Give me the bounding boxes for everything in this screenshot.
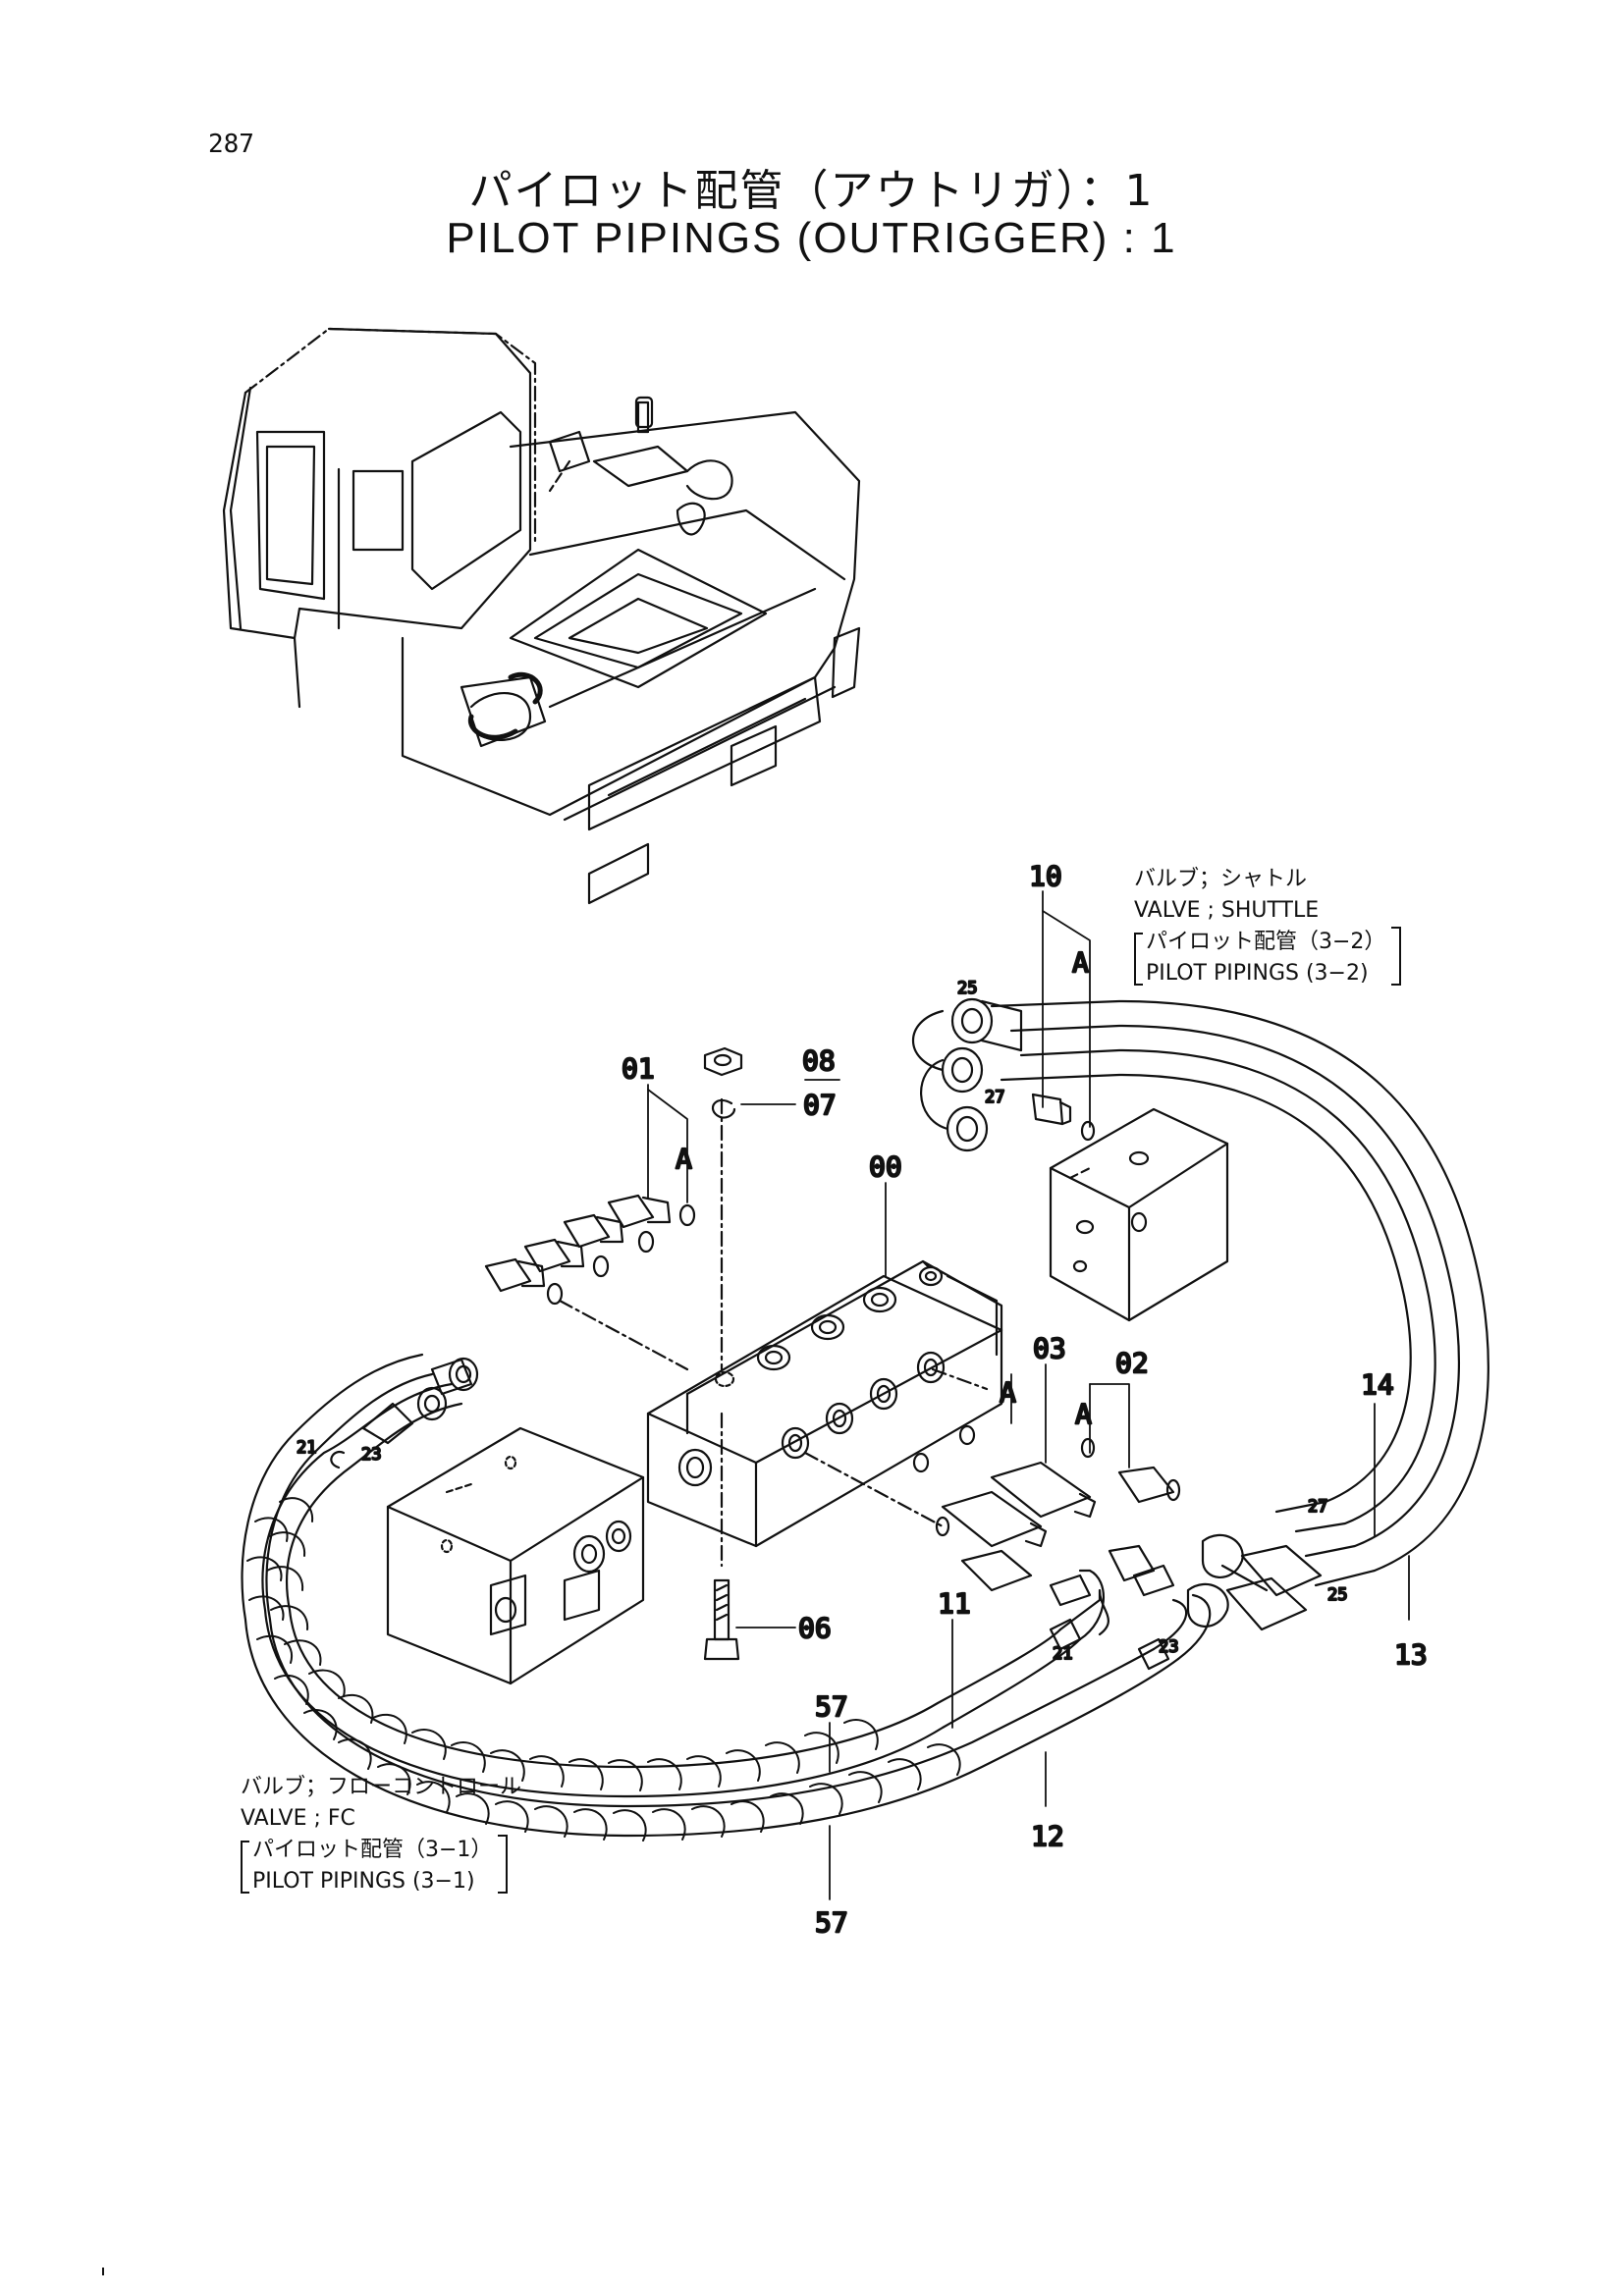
callout-a-01: A xyxy=(676,1143,692,1175)
leader-lines xyxy=(647,890,1410,1900)
note-fc-ref-en: PILOT PIPINGS (3−1) xyxy=(241,1866,492,1897)
note-shuttle-en: VALVE ; SHUTTLE xyxy=(1134,898,1320,923)
note-fc-jp: バルブ；フローコントロール xyxy=(241,1775,522,1799)
callout-57-upper: 57 xyxy=(815,1690,848,1723)
excavator-body-illustration xyxy=(222,327,861,905)
note-shuttle-ref-en: PILOT PIPINGS (3−2) xyxy=(1134,958,1385,989)
callout-21-right: 21 xyxy=(1053,1644,1072,1664)
lower-hoses xyxy=(241,1353,1212,1842)
callout-23-left: 23 xyxy=(361,1445,381,1465)
shuttle-valve-block xyxy=(1049,1107,1229,1322)
callout-25-upper: 25 xyxy=(957,979,977,998)
callout-57-lower: 57 xyxy=(815,1906,848,1939)
bracket-close xyxy=(1391,927,1402,986)
note-fc-valve: バルブ；フローコントロール VALVE ; FC パイロット配管（3−1） PI… xyxy=(241,1772,521,1897)
callout-a-03: A xyxy=(1000,1376,1016,1409)
note-shuttle-jp: バルブ；シャトル xyxy=(1134,867,1308,891)
main-valve-block xyxy=(646,1259,1003,1548)
callout-a-02: A xyxy=(1075,1398,1092,1430)
fc-valve-block xyxy=(386,1426,645,1685)
callout-25-right: 25 xyxy=(1327,1585,1347,1605)
hose-loop xyxy=(990,999,1489,1631)
note-fc-ref-jp: パイロット配管（3−1） xyxy=(241,1835,492,1886)
note-shuttle-ref-jp: パイロット配管（3−2） xyxy=(1134,927,1385,978)
shuttle-fittings xyxy=(911,997,1096,1152)
callout-02: 02 xyxy=(1115,1347,1149,1379)
note-fc-en: VALVE ; FC xyxy=(241,1806,355,1831)
title-japanese: パイロット配管（アウトリガ）：1 xyxy=(468,166,1155,216)
callout-27-right: 27 xyxy=(1308,1497,1327,1517)
callout-12: 12 xyxy=(1031,1820,1064,1852)
callout-06: 06 xyxy=(798,1612,832,1644)
callout-08: 08 xyxy=(802,1044,836,1077)
title-english: PILOT PIPINGS (OUTRIGGER) : 1 xyxy=(446,214,1177,262)
callout-00: 00 xyxy=(869,1150,902,1183)
callout-07: 07 xyxy=(803,1089,837,1121)
callout-10: 10 xyxy=(1029,860,1062,892)
note-shuttle-valve: バルブ；シャトル VALVE ; SHUTTLE パイロット配管（3−2） PI… xyxy=(1134,864,1402,989)
callout-03: 03 xyxy=(1033,1332,1066,1364)
callout-01: 01 xyxy=(622,1052,655,1085)
fittings-02-03 xyxy=(803,1367,1181,1592)
callout-21-left: 21 xyxy=(297,1438,316,1458)
bracket-close xyxy=(498,1835,509,1894)
fittings-01 xyxy=(484,1194,696,1371)
callout-a-shuttle: A xyxy=(1072,946,1089,979)
callout-27-upper: 27 xyxy=(985,1088,1004,1107)
callout-23-right: 23 xyxy=(1159,1637,1178,1657)
page-mark xyxy=(102,2268,104,2275)
callout-11: 11 xyxy=(938,1587,971,1620)
callout-13: 13 xyxy=(1394,1638,1428,1671)
callout-14: 14 xyxy=(1361,1368,1394,1401)
page-number: 287 xyxy=(208,130,254,159)
bolt-nut-washer xyxy=(703,1046,743,1661)
